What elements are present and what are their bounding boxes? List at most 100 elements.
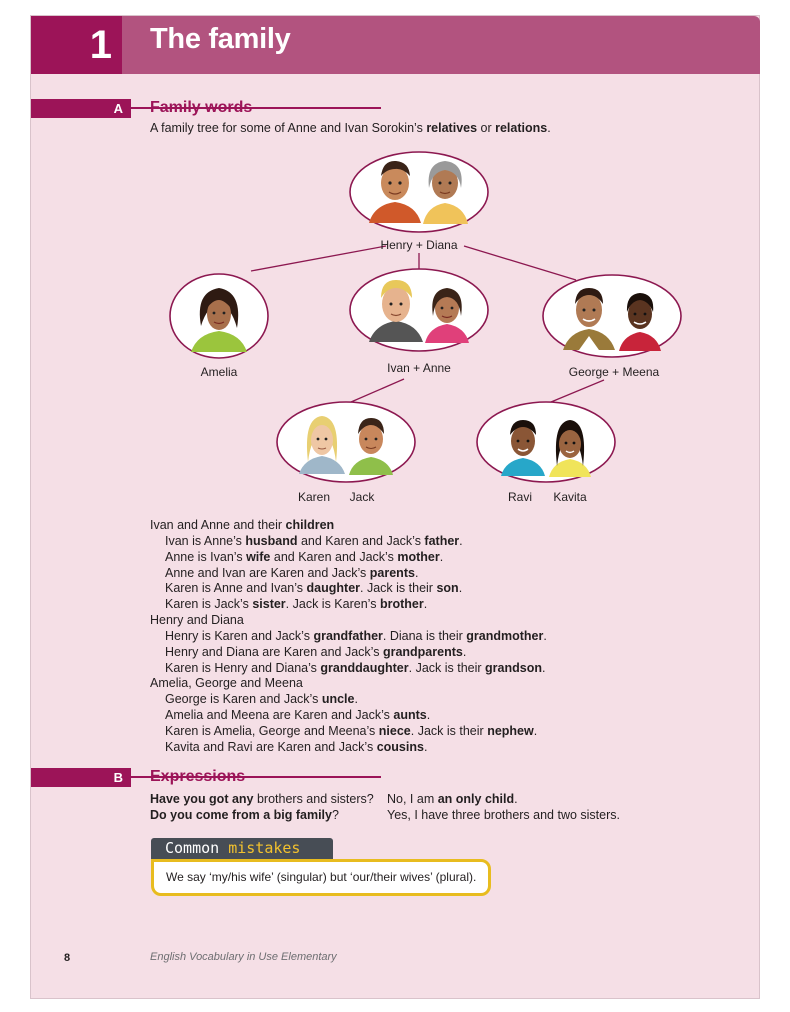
text-run: .: [439, 549, 444, 564]
amelia-portrait: [169, 273, 269, 359]
text-run: Henry and Diana: [150, 613, 244, 628]
text-run: .: [426, 708, 431, 723]
bold-term: husband: [245, 533, 298, 548]
common-mistakes-heading: Common mistakes: [151, 838, 333, 859]
amelia-face-icon: [191, 288, 247, 352]
bold-term: nephew: [487, 723, 534, 738]
label-amelia: Amelia: [200, 365, 238, 379]
text-line: Amelia and Meena are Karen and Jack’s au…: [150, 708, 547, 724]
unit-number: 1: [31, 16, 122, 74]
text-run: A family tree for some of Anne and Ivan …: [150, 121, 427, 135]
meena-face-icon: [619, 293, 661, 351]
text-line: Anne and Ivan are Karen and Jack’s paren…: [150, 566, 547, 582]
label-kavita: Kavita: [553, 490, 587, 504]
section-a-tab: A: [31, 99, 131, 118]
text-run: Amelia and Meena are Karen and Jack’s: [165, 708, 394, 723]
label-jack: Jack: [349, 490, 375, 504]
unit-title: The family: [150, 23, 291, 55]
expressions-questions: Have you got any brothers and sisters? D…: [150, 791, 374, 823]
section-b-title: Expressions: [150, 768, 246, 785]
text-run: George is Karen and Jack’s: [165, 692, 322, 707]
text-line: Ivan is Anne’s husband and Karen and Jac…: [150, 534, 547, 550]
cousins-portrait: [476, 401, 616, 483]
text-run: .: [414, 565, 419, 580]
connector-children: [350, 378, 405, 403]
text-line: Henry and Diana: [150, 613, 547, 629]
text-run: Karen is Anne and Ivan’s: [165, 581, 307, 596]
text-line: Ivan and Anne and their children: [150, 518, 547, 534]
text-run: . Jack is their: [410, 723, 488, 738]
anne-face-icon: [425, 288, 469, 343]
expression-question: Do you come from a big family?: [150, 807, 374, 823]
ivan-face-icon: [369, 280, 423, 342]
bold-term: grandson: [485, 660, 542, 675]
bold-term: grandfather: [313, 628, 383, 643]
label-george-meena: George + Meena: [568, 365, 660, 379]
label-ravi: Ravi: [507, 490, 532, 504]
text-run: or: [477, 121, 496, 135]
section-a-intro: A family tree for some of Anne and Ivan …: [150, 121, 551, 135]
text-line: Amelia, George and Meena: [150, 676, 547, 692]
text-run: .: [542, 660, 546, 675]
expressions-answers: No, I am an only child. Yes, I have thre…: [387, 791, 620, 823]
section-a-rule: [31, 107, 381, 109]
bold-term: relations: [495, 121, 548, 135]
text-run: . Diana is their: [382, 628, 467, 643]
bold-term: children: [285, 518, 335, 532]
text-run: brothers and sisters?: [253, 792, 374, 806]
text-line: Henry and Diana are Karen and Jack’s gra…: [150, 645, 547, 661]
bold-term: sister: [252, 597, 286, 612]
text-run: .: [354, 692, 358, 707]
text-run: Karen is Jack’s: [165, 597, 253, 612]
text-run: Amelia, George and Meena: [150, 676, 303, 691]
text-run: .: [533, 723, 538, 738]
text-run: Henry and Diana are Karen and Jack’s: [165, 644, 383, 659]
ravi-face-icon: [501, 420, 545, 476]
karen-face-icon: [299, 416, 345, 474]
text-run: Anne and Ivan are Karen and Jack’s: [165, 565, 370, 580]
bold-term: parents: [369, 565, 415, 580]
bold-term: Do you come from a big family: [150, 808, 332, 822]
text-run: .: [423, 597, 428, 612]
parents-portrait: [349, 268, 489, 352]
text-run: Yes, I have three brothers and two siste…: [387, 808, 620, 822]
grandparents-portrait: [349, 151, 489, 233]
bold-term: relatives: [426, 121, 478, 135]
label-karen: Karen: [297, 490, 331, 504]
bold-term: cousins: [376, 739, 424, 754]
text-run: .: [459, 533, 463, 548]
jack-face-icon: [349, 418, 393, 475]
text-run: .: [458, 581, 463, 596]
label-ivan-anne: Ivan + Anne: [387, 361, 451, 375]
common-mistakes-word1: Common: [165, 839, 220, 857]
text-run: .: [423, 739, 428, 754]
text-line: George is Karen and Jack’s uncle.: [150, 692, 547, 708]
common-mistakes-word2: mistakes: [228, 839, 301, 857]
tree-connectors: [250, 245, 605, 403]
bold-term: brother: [379, 597, 424, 612]
text-line: Karen is Anne and Ivan’s daughter. Jack …: [150, 581, 547, 597]
bold-term: Have you got any: [150, 792, 254, 806]
text-run: .: [543, 628, 547, 643]
expression-answer: No, I am an only child.: [387, 791, 620, 807]
text-run: .: [547, 121, 551, 135]
henry-face-icon: [369, 160, 421, 223]
text-line: Kavita and Ravi are Karen and Jack’s cou…: [150, 740, 547, 756]
text-run: Anne is Ivan’s: [165, 549, 247, 564]
connector-uncle-aunt: [463, 245, 577, 281]
bold-term: niece: [378, 723, 411, 738]
page-number: 8: [64, 952, 71, 964]
bold-term: grandmother: [466, 628, 544, 643]
bold-term: an only child: [437, 792, 515, 806]
text-run: Karen is Amelia, George and Meena’s: [165, 723, 379, 738]
unit-header: 1 The family: [31, 16, 760, 74]
expression-answer: Yes, I have three brothers and two siste…: [387, 807, 620, 823]
uncle-aunt-portrait: [542, 274, 682, 358]
connector-amelia: [250, 245, 387, 272]
text-run: . Jack is their: [360, 581, 437, 596]
book-title: English Vocabulary in Use Elementary: [150, 951, 337, 963]
text-run: .: [462, 644, 467, 659]
bold-term: daughter: [306, 581, 361, 596]
text-line: Anne is Ivan’s wife and Karen and Jack’s…: [150, 550, 547, 566]
